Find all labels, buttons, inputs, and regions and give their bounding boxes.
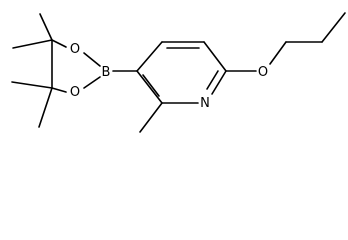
bond-o-upper-c bbox=[51, 39, 67, 48]
bond-methyl-4 bbox=[38, 87, 53, 128]
bond-methyl-pyridine bbox=[139, 102, 163, 133]
bond-c2-c3 bbox=[136, 70, 163, 104]
propoxy-chain bbox=[225, 12, 346, 72]
atom-label-oxygen-ether: O bbox=[258, 65, 268, 80]
bond-b-o-upper bbox=[83, 52, 101, 67]
atom-label-oxygen-lower: O bbox=[70, 85, 80, 100]
bond-c3-c4 bbox=[136, 41, 163, 72]
atom-label-boron: B bbox=[102, 65, 111, 80]
bond-methyl-3 bbox=[11, 81, 53, 89]
bond-c5-c6 bbox=[203, 41, 227, 72]
bond-ch2-ch3 bbox=[321, 12, 346, 43]
bond-o-ch2 bbox=[269, 41, 287, 65]
bond-c6-n-double bbox=[206, 70, 219, 90]
atom-label-oxygen-upper: O bbox=[70, 42, 80, 57]
dioxaborolane-ring bbox=[11, 13, 101, 128]
chemical-structure: B O O N O bbox=[11, 12, 346, 133]
bond-c2-c3-double bbox=[142, 74, 160, 97]
bond-methyl-1 bbox=[39, 13, 53, 41]
bond-o-lower-b bbox=[83, 76, 101, 89]
pyridine-ring bbox=[136, 41, 227, 104]
bond-c6-n bbox=[211, 70, 227, 95]
atom-label-nitrogen: N bbox=[200, 96, 210, 111]
bond-c-o-lower bbox=[51, 87, 67, 93]
bond-methyl-2 bbox=[12, 39, 53, 49]
